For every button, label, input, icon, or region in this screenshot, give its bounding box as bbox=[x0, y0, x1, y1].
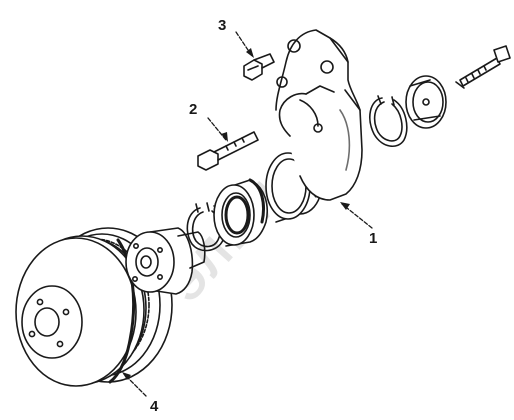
leader-2 bbox=[207, 117, 227, 141]
arrowhead-2 bbox=[221, 132, 228, 142]
callout-1: 1 bbox=[369, 230, 377, 247]
cover-plate bbox=[405, 75, 447, 129]
bolt-right bbox=[455, 45, 511, 89]
callout-2: 2 bbox=[189, 101, 197, 118]
pulley bbox=[15, 227, 173, 387]
bolt-long bbox=[197, 131, 259, 171]
housing bbox=[275, 29, 363, 201]
bearing bbox=[213, 178, 268, 247]
arrowhead-1 bbox=[340, 202, 350, 210]
callout-3: 3 bbox=[218, 17, 226, 34]
arrowhead-4 bbox=[122, 372, 131, 380]
arrow-heads bbox=[122, 48, 350, 380]
callouts: 1 2 3 4 bbox=[150, 17, 377, 415]
hub bbox=[125, 227, 206, 295]
arrowhead-3 bbox=[246, 48, 254, 58]
bolt-short bbox=[243, 53, 275, 81]
snap-ring-right bbox=[369, 95, 408, 147]
callout-4: 4 bbox=[150, 398, 159, 415]
